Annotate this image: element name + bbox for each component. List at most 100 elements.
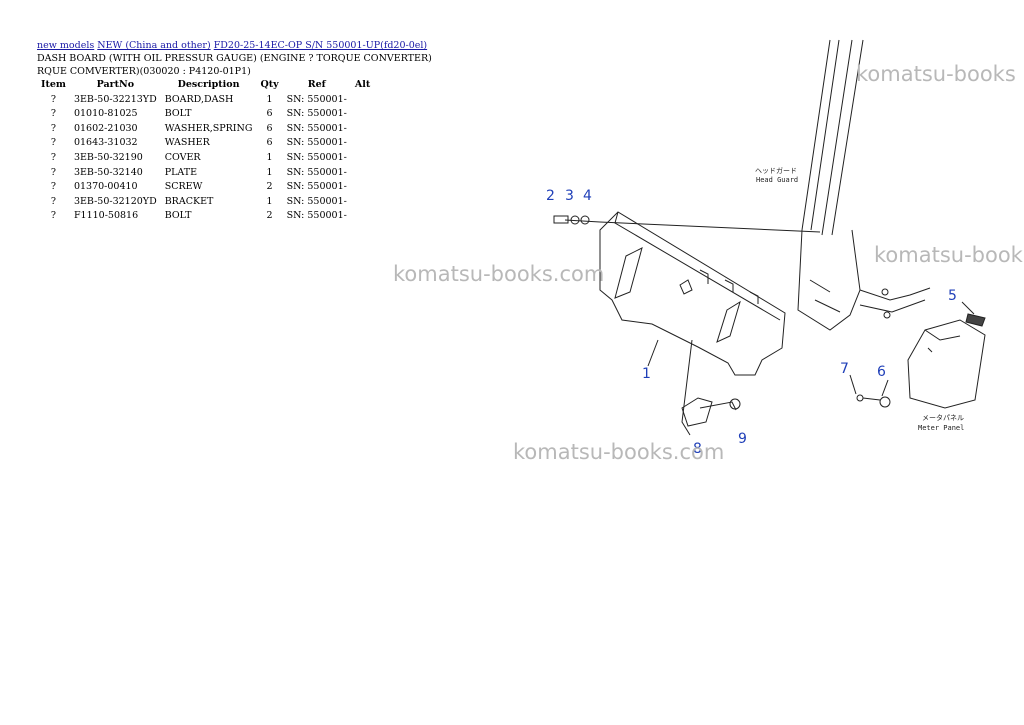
cell-partno: 3EB-50-32190 [73, 151, 143, 163]
cell-qty: 1 [266, 195, 273, 207]
cell-item: ? [50, 93, 57, 105]
cell-alt [351, 209, 374, 224]
cell-qty: 6 [266, 137, 273, 149]
bracket-drawing [681, 397, 713, 427]
cell-ref: SN: 550001- [286, 93, 347, 105]
parts-table: Item PartNo Description Qty Ref Alt ? 3EB… [37, 78, 374, 224]
watermark-4: komatsu-book [874, 243, 1023, 267]
callout-2: 2 [546, 188, 555, 204]
cell-description: SCREW [164, 181, 203, 193]
cell-qty: 6 [266, 122, 273, 134]
callout-7: 7 [840, 361, 849, 377]
cell-ref: SN: 550001- [286, 108, 347, 120]
breadcrumb-link-new-models[interactable]: new models [37, 40, 95, 51]
cell-ref: SN: 550001- [286, 195, 347, 207]
cell-partno: F1110-50816 [73, 210, 139, 222]
bolts-drawing [553, 215, 891, 410]
table-row: ? 01010-81025 BOLT 6 SN: 550001- [37, 107, 374, 122]
cell-partno: 01602-21030 [73, 122, 138, 134]
column-header-item: Item [41, 79, 66, 90]
cell-description: WASHER,SPRING [164, 122, 253, 134]
cell-partno: 01010-81025 [73, 108, 138, 120]
callout-5: 5 [948, 288, 957, 304]
watermark-2: komatsu-books.com [513, 440, 725, 464]
table-row: ? 01370-00410 SCREW 2 SN: 550001- [37, 180, 374, 195]
cell-description: PLATE [164, 166, 198, 178]
cell-ref: SN: 550001- [286, 151, 347, 163]
cell-ref: SN: 550001- [286, 181, 347, 193]
table-row: ? 3EB-50-32190 COVER 1 SN: 550001- [37, 151, 374, 166]
cell-qty: 6 [266, 108, 273, 120]
cell-partno: 3EB-50-32213YD [73, 93, 157, 105]
column-header-alt: Alt [354, 79, 371, 90]
column-header-qty: Qty [260, 79, 279, 90]
cell-qty: 2 [266, 210, 273, 222]
meter-panel-label: Meter Panel [918, 424, 964, 432]
callout-1: 1 [642, 366, 651, 382]
dash-board-drawing [599, 211, 786, 376]
cell-item: ? [50, 122, 57, 134]
callout-4: 4 [583, 188, 592, 204]
head-guard-label: Head Guard [756, 176, 798, 184]
table-row: ? 3EB-50-32213YD BOARD,DASH 1 SN: 550001- [37, 93, 374, 108]
cell-partno: 01370-00410 [73, 181, 138, 193]
cell-alt [351, 122, 374, 137]
table-row: ? 3EB-50-32120YD BRACKET 1 SN: 550001- [37, 195, 374, 210]
cell-description: WASHER [164, 137, 210, 149]
callout-6: 6 [877, 364, 886, 380]
cell-description: COVER [164, 151, 201, 163]
breadcrumb-link-model[interactable]: FD20-25-14EC-OP S/N 550001-UP(fd20-0el) [213, 40, 428, 51]
column-header-ref: Ref [307, 79, 326, 90]
cell-description: BOLT [164, 108, 192, 120]
head-guard-drawing [797, 39, 931, 331]
table-row: ? F1110-50816 BOLT 2 SN: 550001- [37, 209, 374, 224]
table-header-row: Item PartNo Description Qty Ref Alt [37, 78, 374, 93]
cell-alt [351, 93, 374, 108]
cell-item: ? [50, 181, 57, 193]
meter-panel-label-jp: メータパネル [922, 413, 964, 422]
cell-ref: SN: 550001- [286, 166, 347, 178]
cell-alt [351, 107, 374, 122]
cell-alt [351, 136, 374, 151]
table-row: ? 3EB-50-32140 PLATE 1 SN: 550001- [37, 166, 374, 181]
cell-item: ? [50, 108, 57, 120]
cell-qty: 1 [266, 93, 273, 105]
cell-description: BRACKET [164, 195, 214, 207]
page-title: DASH BOARD (WITH OIL PRESSUR GAUGE) (ENG… [37, 53, 432, 77]
head-guard-label-jp: ヘッドガード [755, 166, 797, 175]
cell-alt [351, 151, 374, 166]
cell-ref: SN: 550001- [286, 210, 347, 222]
column-header-description: Description [177, 79, 240, 90]
cell-description: BOARD,DASH [164, 93, 234, 105]
cell-alt [351, 195, 374, 210]
column-header-partno: PartNo [96, 79, 135, 90]
parts-diagram: 1 2 3 4 5 6 7 8 9 ヘッドガード Head Guard メータパ… [546, 39, 986, 457]
cell-alt [351, 166, 374, 181]
watermark-3: komatsu-books [856, 62, 1016, 86]
cell-ref: SN: 550001- [286, 137, 347, 149]
cell-partno: 3EB-50-32140 [73, 166, 143, 178]
cell-item: ? [50, 137, 57, 149]
diagram-callouts: 1 2 3 4 5 6 7 8 9 [546, 188, 957, 457]
cell-item: ? [50, 195, 57, 207]
callout-9: 9 [738, 431, 747, 447]
cell-item: ? [50, 151, 57, 163]
breadcrumb: new models NEW (China and other) FD20-25… [37, 40, 437, 52]
cell-ref: SN: 550001- [286, 122, 347, 134]
table-row: ? 01643-31032 WASHER 6 SN: 550001- [37, 136, 374, 151]
meter-panel-drawing [907, 313, 986, 409]
cell-description: BOLT [164, 210, 192, 222]
cell-alt [351, 180, 374, 195]
callout-8: 8 [693, 441, 702, 457]
cell-partno: 3EB-50-32120YD [73, 195, 157, 207]
watermark-1: komatsu-books.com [393, 262, 605, 286]
callout-3: 3 [565, 188, 574, 204]
cell-item: ? [50, 210, 57, 222]
breadcrumb-link-new-china[interactable]: NEW (China and other) [97, 40, 211, 51]
cell-qty: 1 [266, 166, 273, 178]
cell-item: ? [50, 166, 57, 178]
cell-qty: 1 [266, 151, 273, 163]
cell-qty: 2 [266, 181, 273, 193]
cell-partno: 01643-31032 [73, 137, 138, 149]
table-row: ? 01602-21030 WASHER,SPRING 6 SN: 550001- [37, 122, 374, 137]
